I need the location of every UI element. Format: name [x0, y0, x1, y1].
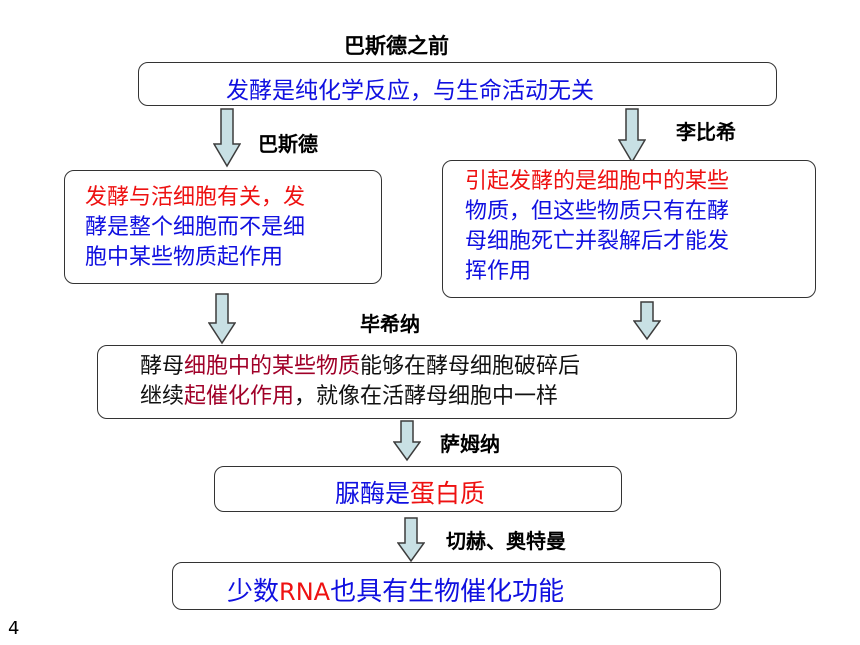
box-pasteur-line-1: 发酵与活细胞有关，发	[85, 185, 306, 210]
arrow-down-icon	[393, 420, 421, 462]
label-pasteur: 巴斯德	[258, 132, 318, 156]
box-liebig-line-4: 挥作用	[465, 259, 532, 284]
box-pasteur-line-3: 胞中某些物质起作用	[85, 245, 284, 270]
box-buchner-line-2: 继续起催化作用，就像在活酵母细胞中一样	[140, 384, 559, 409]
arrow-down-icon	[208, 293, 236, 345]
box-before-pasteur-text: 发酵是纯化学反应，与生命活动无关	[226, 78, 594, 104]
box-sumner-text: 脲酶是蛋白质	[335, 479, 486, 508]
page-number: 4	[8, 618, 20, 639]
arrow-down-icon	[213, 108, 241, 168]
arrow-down-icon	[397, 517, 425, 563]
box-pasteur-line-2: 酵是整个细胞而不是细	[85, 215, 306, 240]
box-buchner: 酵母细胞中的某些物质能够在酵母细胞破碎后 继续起催化作用，就像在活酵母细胞中一样	[97, 345, 737, 419]
box-buchner-line-1: 酵母细胞中的某些物质能够在酵母细胞破碎后	[140, 354, 581, 379]
arrow-down-icon	[618, 108, 646, 164]
title-before-pasteur: 巴斯德之前	[344, 34, 449, 58]
box-sumner: 脲酶是蛋白质	[214, 466, 622, 512]
box-pasteur: 发酵与活细胞有关，发 酵是整个细胞而不是细 胞中某些物质起作用	[64, 170, 382, 284]
label-buchner: 毕希纳	[360, 312, 420, 336]
arrow-down-icon	[633, 301, 661, 341]
label-cech-altman: 切赫、奥特曼	[446, 529, 566, 553]
box-before-pasteur: 发酵是纯化学反应，与生命活动无关	[138, 62, 777, 106]
box-liebig: 引起发酵的是细胞中的某些 物质，但这些物质只有在酵 母细胞死亡并裂解后才能发 挥…	[442, 160, 816, 298]
label-sumner: 萨姆纳	[440, 432, 500, 456]
label-liebig: 李比希	[676, 120, 736, 144]
box-liebig-line-1: 引起发酵的是细胞中的某些	[465, 169, 730, 194]
box-cech-altman-text: 少数RNA也具有生物催化功能	[227, 577, 565, 607]
box-cech-altman: 少数RNA也具有生物催化功能	[172, 562, 721, 610]
box-liebig-line-2: 物质，但这些物质只有在酵	[465, 199, 730, 224]
box-liebig-line-3: 母细胞死亡并裂解后才能发	[465, 229, 730, 254]
